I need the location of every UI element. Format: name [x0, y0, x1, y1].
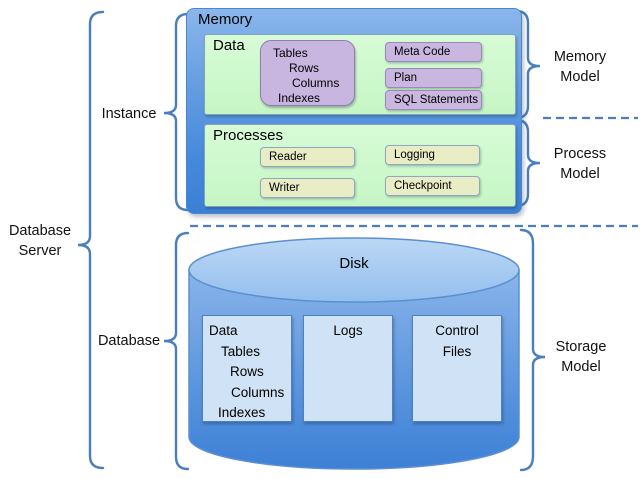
checkpoint-box: Checkpoint: [385, 176, 480, 196]
disk-line-columns: Columns: [231, 384, 285, 400]
stack-line-rows: Rows: [289, 61, 320, 75]
brace-instance: [163, 12, 190, 212]
logging-box: Logging: [385, 145, 480, 165]
label-instance: Instance: [101, 106, 157, 122]
cylinder-top: [188, 237, 520, 303]
disk-line-rows: Rows: [230, 364, 264, 379]
stack-line-columns: Columns: [292, 76, 340, 90]
data-files-box: Data Tables Rows Columns Indexes: [202, 315, 292, 422]
brace-database-server: [77, 10, 105, 470]
label-storage-model: Storage Model: [555, 339, 607, 375]
memory-title: Memory: [198, 11, 253, 28]
disk-title: Disk: [339, 255, 369, 272]
stack-line-tables: Tables: [273, 46, 308, 60]
logs-label: Logs: [333, 323, 363, 338]
brace-storage-model: [519, 228, 546, 472]
memory-box: Memory Data Tables Rows Columns Indexes …: [186, 8, 522, 214]
disk-line-tables: Tables: [221, 343, 261, 359]
disk-cylinder: Disk Data Tables Rows Columns Indexes Lo…: [188, 237, 520, 470]
label-database: Database: [97, 333, 161, 349]
logs-box: Logs: [303, 315, 393, 422]
writer-box: Writer: [260, 178, 355, 198]
data-structures-box: Tables Rows Columns Indexes: [260, 40, 355, 106]
meta-code-box: Meta Code: [385, 42, 482, 62]
processes-title: Processes: [213, 127, 284, 144]
label-process-model: Process Model: [553, 146, 607, 182]
disk-line-indexes: Indexes: [218, 405, 266, 420]
data-title: Data: [213, 37, 245, 54]
label-database-server: Database Server: [8, 223, 72, 259]
plan-box: Plan: [385, 68, 482, 88]
control-files-box: Control Files: [412, 315, 502, 422]
sql-statements-box: SQL Statements: [385, 90, 482, 110]
reader-box: Reader: [260, 147, 355, 167]
processes-panel: Processes Reader Logging Writer Checkpoi…: [204, 124, 516, 207]
stack-line-indexes: Indexes: [278, 91, 321, 105]
control-files-label: Control Files: [435, 323, 479, 359]
data-panel: Data Tables Rows Columns Indexes Meta Co…: [204, 34, 516, 115]
disk-line-data: Data: [209, 323, 238, 338]
label-memory-model: Memory Model: [553, 49, 607, 85]
brace-database: [163, 231, 190, 471]
